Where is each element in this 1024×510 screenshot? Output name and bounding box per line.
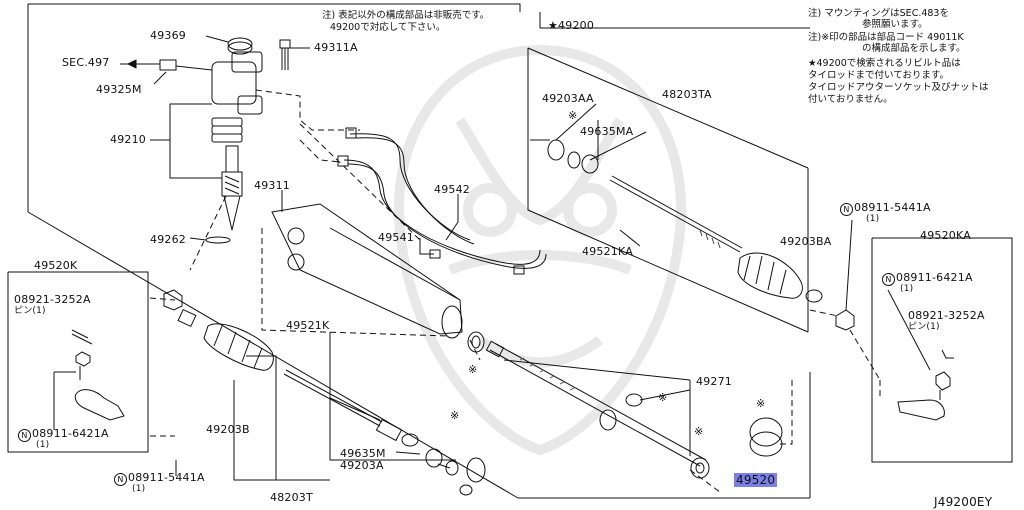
label-49635M[interactable]: 49635M: [340, 447, 386, 460]
note-right-8: 付いておりません。: [808, 94, 893, 105]
note-top-center-2: 49200で対応して下さい。: [330, 22, 446, 33]
label-49325M[interactable]: 49325M: [96, 83, 142, 96]
note-right-1: 注) マウンティングはSEC.483を: [808, 8, 949, 19]
label-49203BA[interactable]: 49203BA: [780, 235, 832, 248]
label-49210[interactable]: 49210: [110, 133, 146, 146]
star-mark-3: ※: [658, 391, 668, 404]
label-48203TA[interactable]: 48203TA: [662, 88, 712, 101]
note-right-3: 注)※印の部品は部品コード 49011K: [808, 32, 964, 43]
n-marker-icon: N: [882, 273, 895, 286]
label-49271[interactable]: 49271: [696, 375, 732, 388]
qty-08911-6421A-left: (1): [36, 440, 50, 450]
star-mark-4: ※: [694, 425, 704, 438]
label-49635MA[interactable]: 49635MA: [580, 125, 634, 138]
diagram-code: J49200EY: [934, 495, 993, 509]
n-marker-icon: N: [840, 203, 853, 216]
label-sec497[interactable]: SEC.497: [62, 56, 110, 69]
n-marker-icon: N: [114, 473, 127, 486]
label-49203AA[interactable]: 49203AA: [542, 92, 594, 105]
qty-08921-3252A-left: ピン(1): [14, 306, 46, 316]
note-right-7: タイロッドアウターソケット及びナットは: [808, 82, 989, 93]
n-marker-icon: N: [18, 429, 31, 442]
label-49520KA[interactable]: 49520KA: [920, 229, 971, 242]
label-49521K[interactable]: 49521K: [286, 319, 330, 332]
label-49262[interactable]: 49262: [150, 233, 186, 246]
label-49203B[interactable]: 49203B: [206, 423, 250, 436]
qty-08911-6421A-right: (1): [900, 284, 914, 294]
label-49541[interactable]: 49541: [378, 231, 414, 244]
qty-08911-5441A-left: (1): [132, 484, 146, 494]
star-mark-1: ※: [568, 109, 578, 122]
star-mark-5: ※: [450, 409, 460, 422]
star-mark-2: ※: [468, 363, 478, 376]
label-49542[interactable]: 49542: [434, 183, 470, 196]
label-48203T[interactable]: 48203T: [270, 491, 313, 504]
note-right-2: 参照願います。: [862, 19, 928, 30]
qty-08921-3252A-right: ピン(1): [908, 322, 940, 332]
label-49200[interactable]: ★49200: [548, 19, 595, 32]
star-mark-6: ※: [756, 397, 766, 410]
note-right-4: の構成部品を示します。: [862, 43, 966, 54]
watermark-emblem: [393, 44, 687, 456]
label-49520K[interactable]: 49520K: [34, 259, 78, 272]
label-49520-highlighted[interactable]: 49520: [734, 473, 778, 487]
label-49521KA[interactable]: 49521KA: [582, 245, 633, 258]
label-49203A[interactable]: 49203A: [340, 459, 384, 472]
qty-08911-5441A-right: (1): [866, 214, 880, 224]
label-08921-3252A-right[interactable]: 08921-3252A: [908, 309, 985, 322]
note-top-center-1: 注) 表記以外の構成部品は非販売です。: [322, 10, 490, 21]
label-08921-3252A-left[interactable]: 08921-3252A: [14, 293, 91, 306]
label-49311A[interactable]: 49311A: [314, 41, 358, 54]
label-49369[interactable]: 49369: [150, 29, 186, 42]
note-right-6: タイロッドまで付いております。: [808, 70, 949, 81]
note-right-5: ★49200で検索されるリビルト品は: [808, 58, 961, 69]
label-49311[interactable]: 49311: [254, 179, 290, 192]
